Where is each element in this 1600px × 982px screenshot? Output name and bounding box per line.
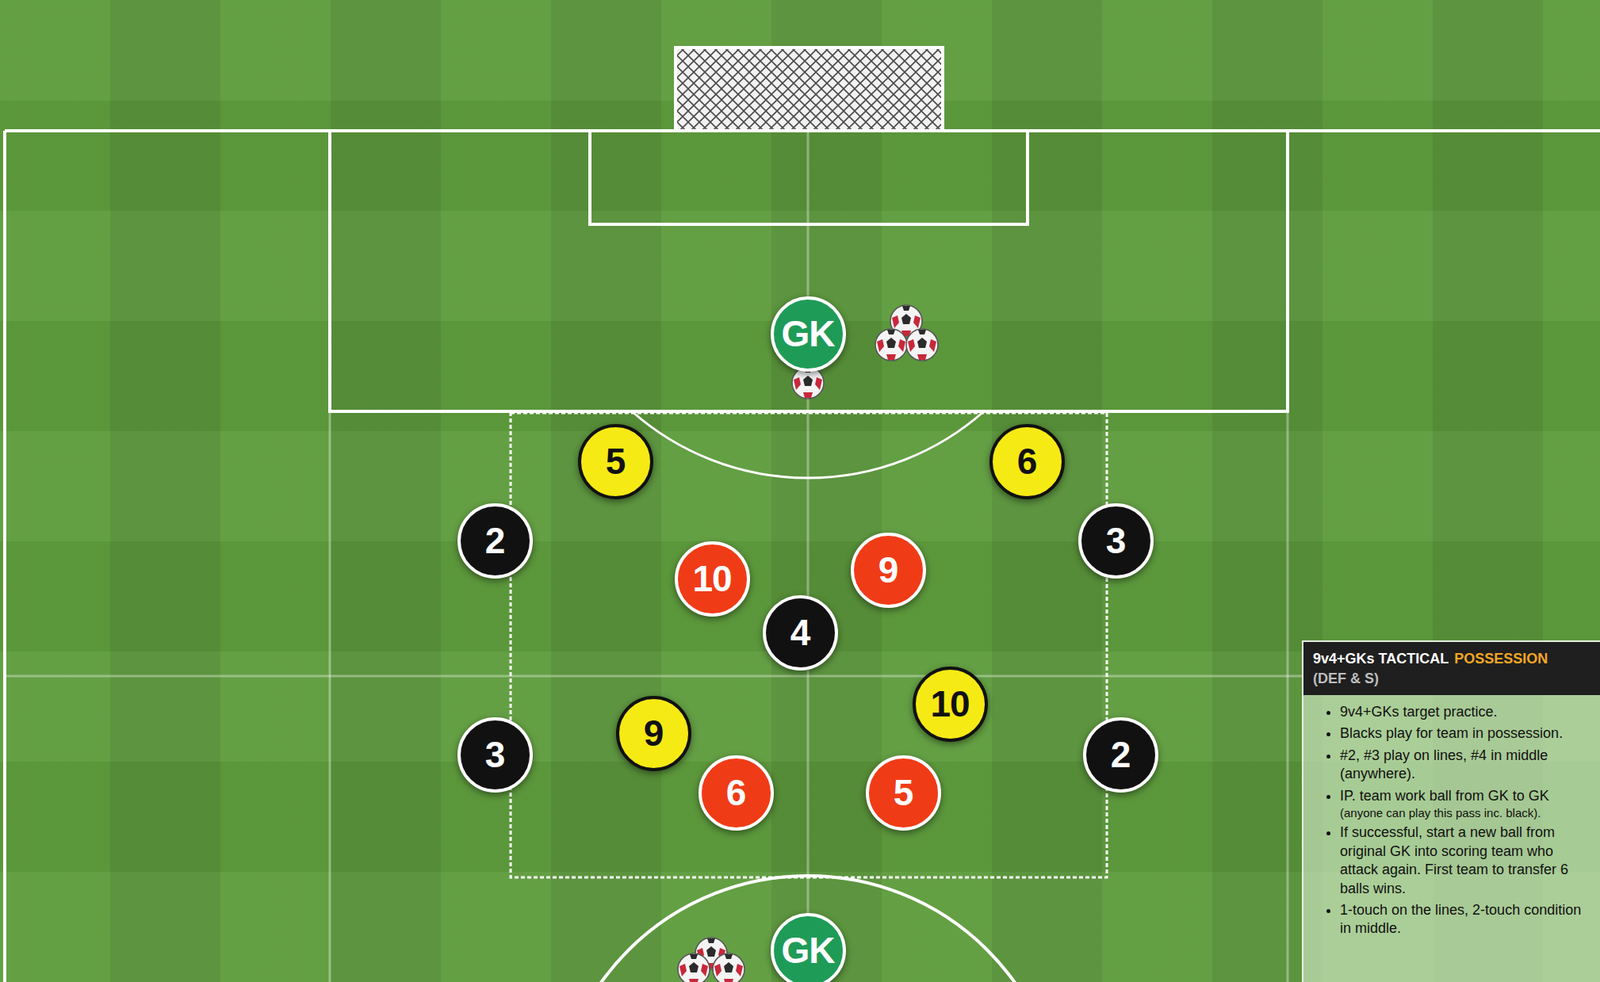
instruction-panel: 9v4+GKs TACTICALPOSSESSION(DEF & S)9v4+G… [1301,640,1600,982]
balls [677,305,938,982]
goal-net [675,47,943,131]
bullet-item: #2, #3 play on lines, #4 in middle (anyw… [1339,746,1589,785]
panel-title: (DEF & S) [1312,669,1379,689]
player-marker: 9 [616,696,692,772]
player-number: 2 [485,522,506,559]
pitch-lines [4,130,1600,982]
player-marker: 2 [457,503,533,579]
bullet-item: If successful, start a new ball from ori… [1339,823,1589,899]
player-number: 3 [1106,522,1126,559]
panel-title: POSSESSION [1454,650,1548,669]
bullet-text: Blacks play for team in possession. [1339,725,1563,742]
bullet-list: 9v4+GKs target practice. Blacks play for … [1303,703,1600,949]
player-number: 6 [1017,443,1038,480]
bullet-item: 9v4+GKs target practice. [1339,703,1589,722]
player-marker: 3 [457,717,533,793]
bullet-text: If successful, start a new ball from ori… [1339,824,1569,896]
bullet-text: IP. team work ball from GK to GK [1339,788,1550,804]
player-number: 3 [485,736,506,774]
player-marker: 10 [674,541,751,617]
bullet-text: 9v4+GKs target practice. [1339,704,1498,720]
player-marker: 6 [698,755,774,831]
player-number: 5 [893,774,914,812]
player-number: 6 [726,774,747,812]
player-number: 10 [930,685,969,723]
panel-title: 9v4+GKs TACTICAL [1312,650,1449,669]
player-marker: GK [770,296,846,372]
player-marker: 3 [1078,503,1154,579]
player-number: 4 [790,614,811,651]
faint-grid [4,130,1600,982]
player-marker: GK [770,913,846,982]
bullet-item: 1-touch on the lines, 2-touch condition … [1339,901,1589,939]
player-marker: 2 [1083,717,1159,793]
bullet-text: #2, #3 play on lines, #4 in middle (anyw… [1339,747,1548,782]
player-number: 9 [643,715,664,752]
bullet-text: (anyone can play this pass inc. black). [1339,805,1589,822]
player-marker: 5 [577,424,654,500]
player-marker: 6 [989,424,1065,500]
player-number: 9 [878,551,899,589]
player-number: 10 [692,560,732,598]
panel-header: 9v4+GKs TACTICAL POSSESSION (DEF & S) [1303,642,1600,696]
player-number: GK [781,932,835,969]
player-marker: 10 [912,666,988,743]
bullet-text: 1-touch on the lines, 2-touch condition … [1339,902,1581,937]
playing-area [510,413,1107,878]
player-number: GK [781,315,835,353]
bullet-item: IP. team work ball from GK to GK(anyone … [1339,787,1589,822]
player-marker: 9 [850,532,927,609]
player-number: 2 [1110,736,1131,774]
bullet-item: Blacks play for team in possession. [1339,724,1589,743]
player-marker: 4 [762,595,839,671]
player-number: 5 [605,443,626,480]
player-marker: 5 [865,755,942,831]
